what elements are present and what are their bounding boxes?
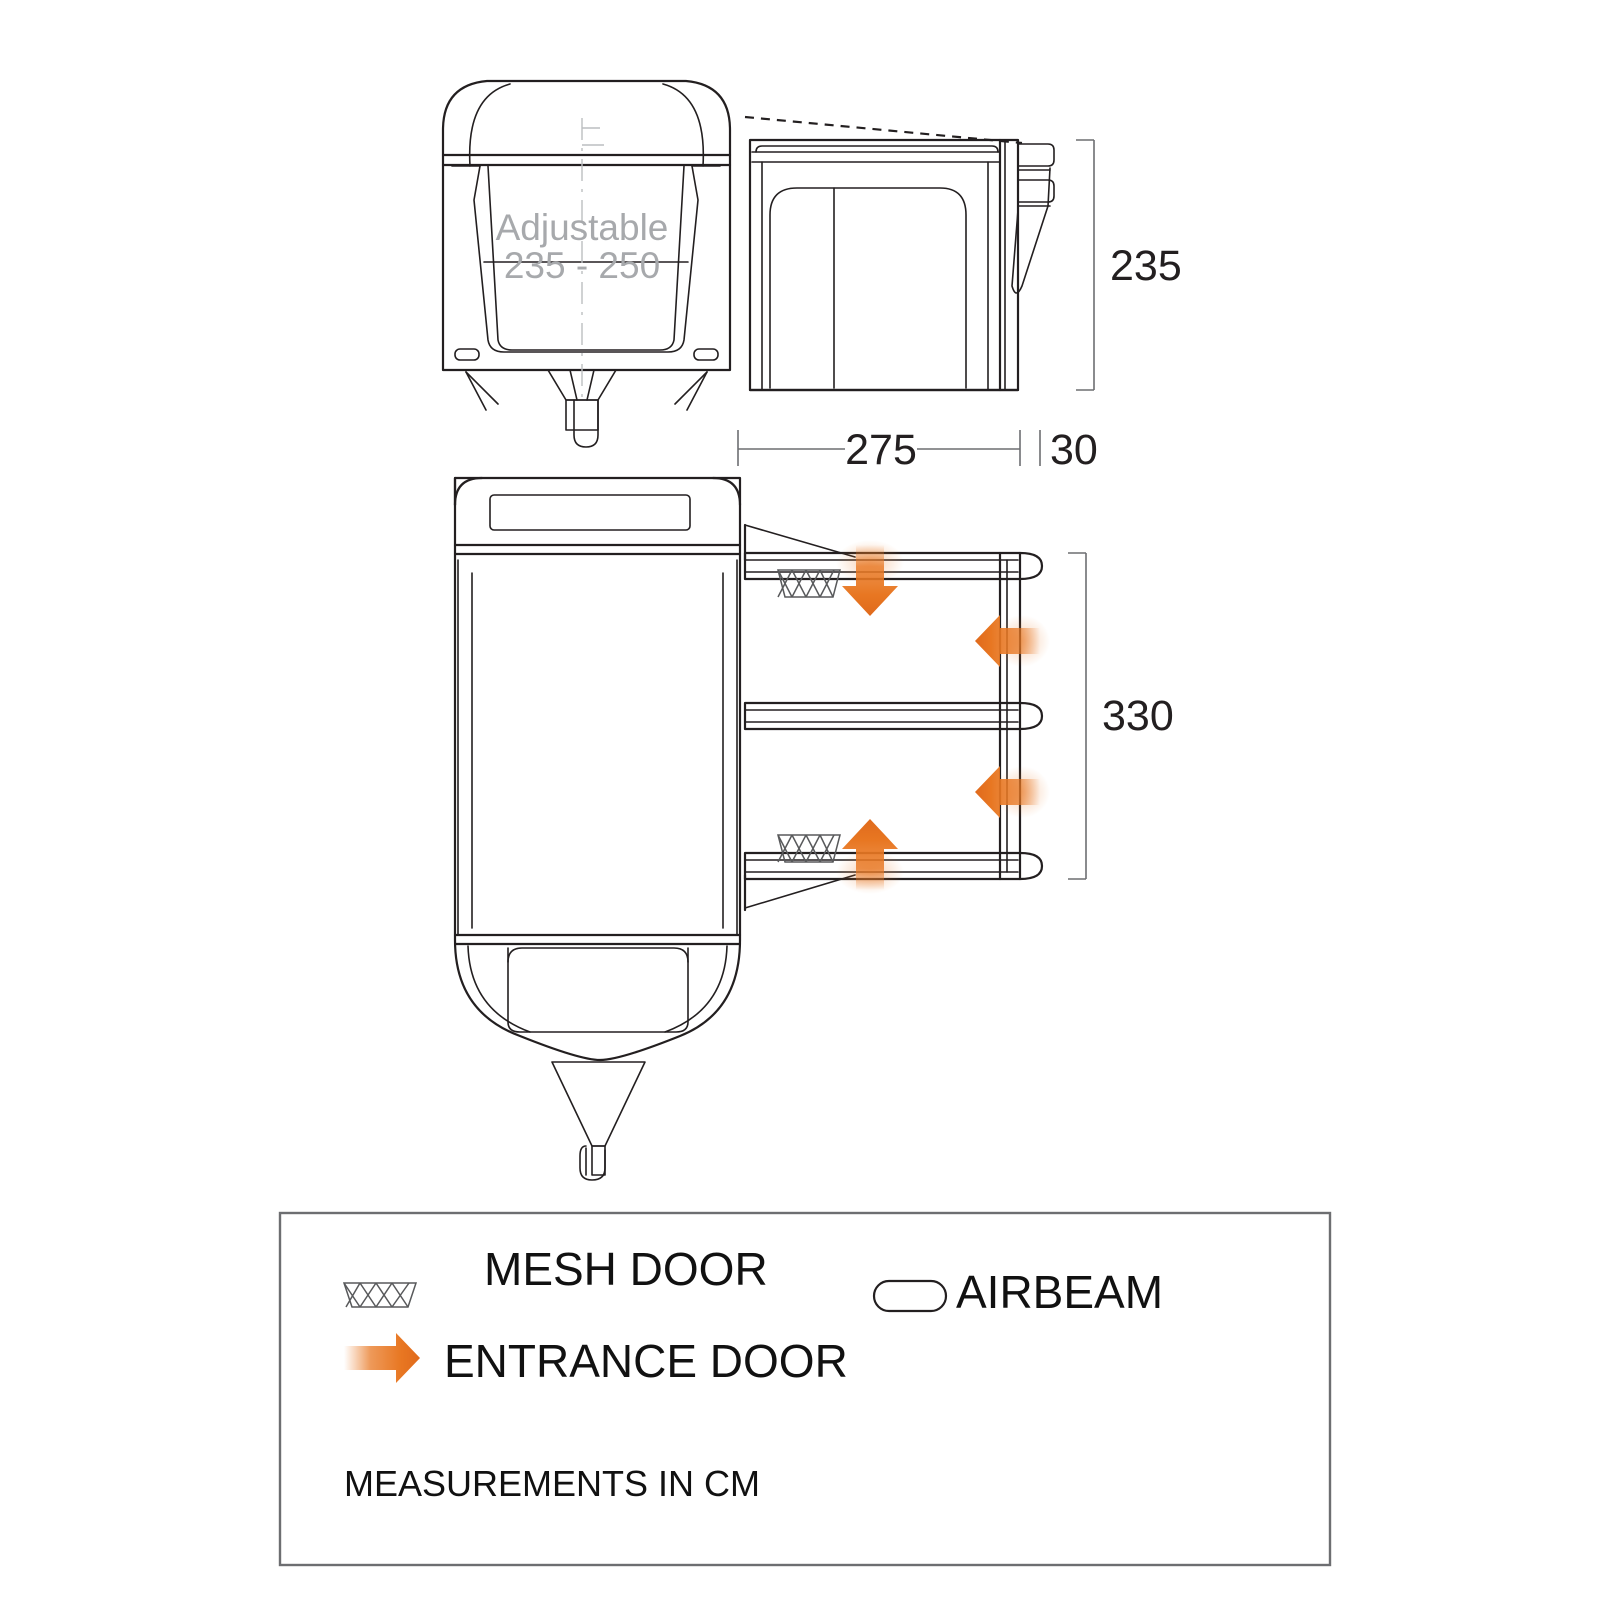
legend-label-mesh-door: MESH DOOR [484,1243,768,1295]
mesh-door-bottom [777,834,841,863]
legend-label-entrance-door: ENTRANCE DOOR [444,1335,848,1387]
dimension-overhang-30: 30 [1039,426,1098,474]
adjustable-label: Adjustable [496,207,669,248]
dimension-value-330: 330 [1102,692,1174,740]
dimension-value-235: 235 [1110,242,1182,290]
legend-panel: MESH DOOR AIRBEAM ENTRANCE DOOR MEASUREM… [278,1211,1332,1567]
entrance-door-icon [344,1333,420,1383]
dimension-value-275: 275 [845,426,917,474]
airbeam-top [743,551,1044,581]
airbeam-icon [872,1279,948,1313]
entrance-door-arrow-top [836,540,904,616]
plan-view-awning [743,523,1050,912]
mesh-door-icon [342,1282,418,1308]
side-elevation-view [744,115,1055,392]
airbeam-middle [743,701,1044,731]
dimension-width-330: 330 [1068,552,1174,880]
legend-label-airbeam: AIRBEAM [956,1266,1163,1318]
adjustable-range: 235 - 250 [504,245,660,286]
legend-footnote: MEASUREMENTS IN CM [344,1463,760,1504]
dimension-value-30: 30 [1050,426,1098,474]
entrance-door-arrow-lower-right [975,766,1050,818]
entrance-door-arrow-bottom [836,819,904,894]
plan-view-caravan [453,476,742,1181]
airbeam-bottom [743,851,1044,881]
mesh-door-top [777,569,841,598]
dimension-depth-275: 275 [737,426,1021,474]
entrance-door-arrow-upper-right [975,615,1050,667]
dimension-height-235: 235 [1076,139,1182,391]
front-elevation-view: Adjustable 235 - 250 [441,79,732,448]
